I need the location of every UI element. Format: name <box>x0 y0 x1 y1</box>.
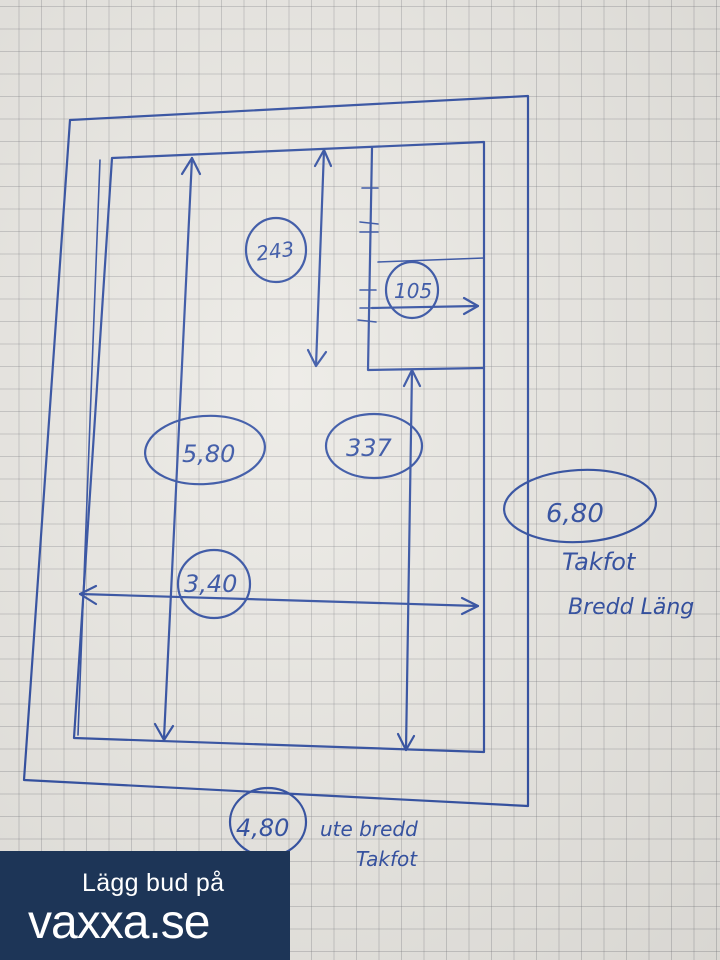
note-right-line1: Takfot <box>562 548 637 576</box>
label-inner-length: 5,80 <box>182 440 235 468</box>
note-right-line2: Bredd Läng <box>568 595 694 620</box>
circle-3-40 <box>176 548 252 620</box>
label-segment-side: 105 <box>394 279 432 303</box>
circle-337 <box>324 412 424 480</box>
badge-logo-text: vaxxa.se <box>28 896 210 949</box>
arrow-segment-bottom <box>404 368 414 752</box>
outer-rectangle <box>22 94 530 808</box>
arrowhead <box>78 584 98 606</box>
label-segment-bottom: 337 <box>346 434 393 462</box>
arrow-segment-side <box>370 304 480 310</box>
label-segment-top: 243 <box>255 237 296 266</box>
arrowhead <box>180 156 202 176</box>
label-outer-length: 6,80 <box>546 499 604 529</box>
wall-tick <box>357 319 377 323</box>
arrowhead <box>153 722 175 742</box>
circle-105 <box>384 260 440 320</box>
vaxxa-badge[interactable]: Lägg bud på vaxxa.se <box>0 851 290 960</box>
inner-rectangle <box>72 140 486 754</box>
small-room-divider <box>377 257 485 263</box>
wall-tick <box>359 221 379 225</box>
badge-cta-text: Lägg bud på <box>82 869 225 897</box>
small-room <box>366 146 486 372</box>
inner-side-line <box>77 159 101 736</box>
circle-5-80 <box>143 414 267 486</box>
arrowhead <box>396 732 416 752</box>
arrowhead <box>402 368 422 388</box>
note-bottom-line1: ute bredd <box>320 817 418 841</box>
circle-243 <box>244 216 308 284</box>
arrow-segment-top <box>314 148 326 368</box>
note-bottom-line2: Takfot <box>356 847 418 871</box>
arrowhead <box>306 348 328 368</box>
arrowhead <box>460 596 480 616</box>
arrow-width <box>78 592 480 608</box>
arrowhead <box>462 296 480 316</box>
arrowhead <box>313 148 333 168</box>
label-inner-width: 3,40 <box>184 570 237 598</box>
circle-6-80 <box>502 468 658 544</box>
arrow-length <box>162 156 194 740</box>
label-outer-width: 4,80 <box>236 814 289 842</box>
